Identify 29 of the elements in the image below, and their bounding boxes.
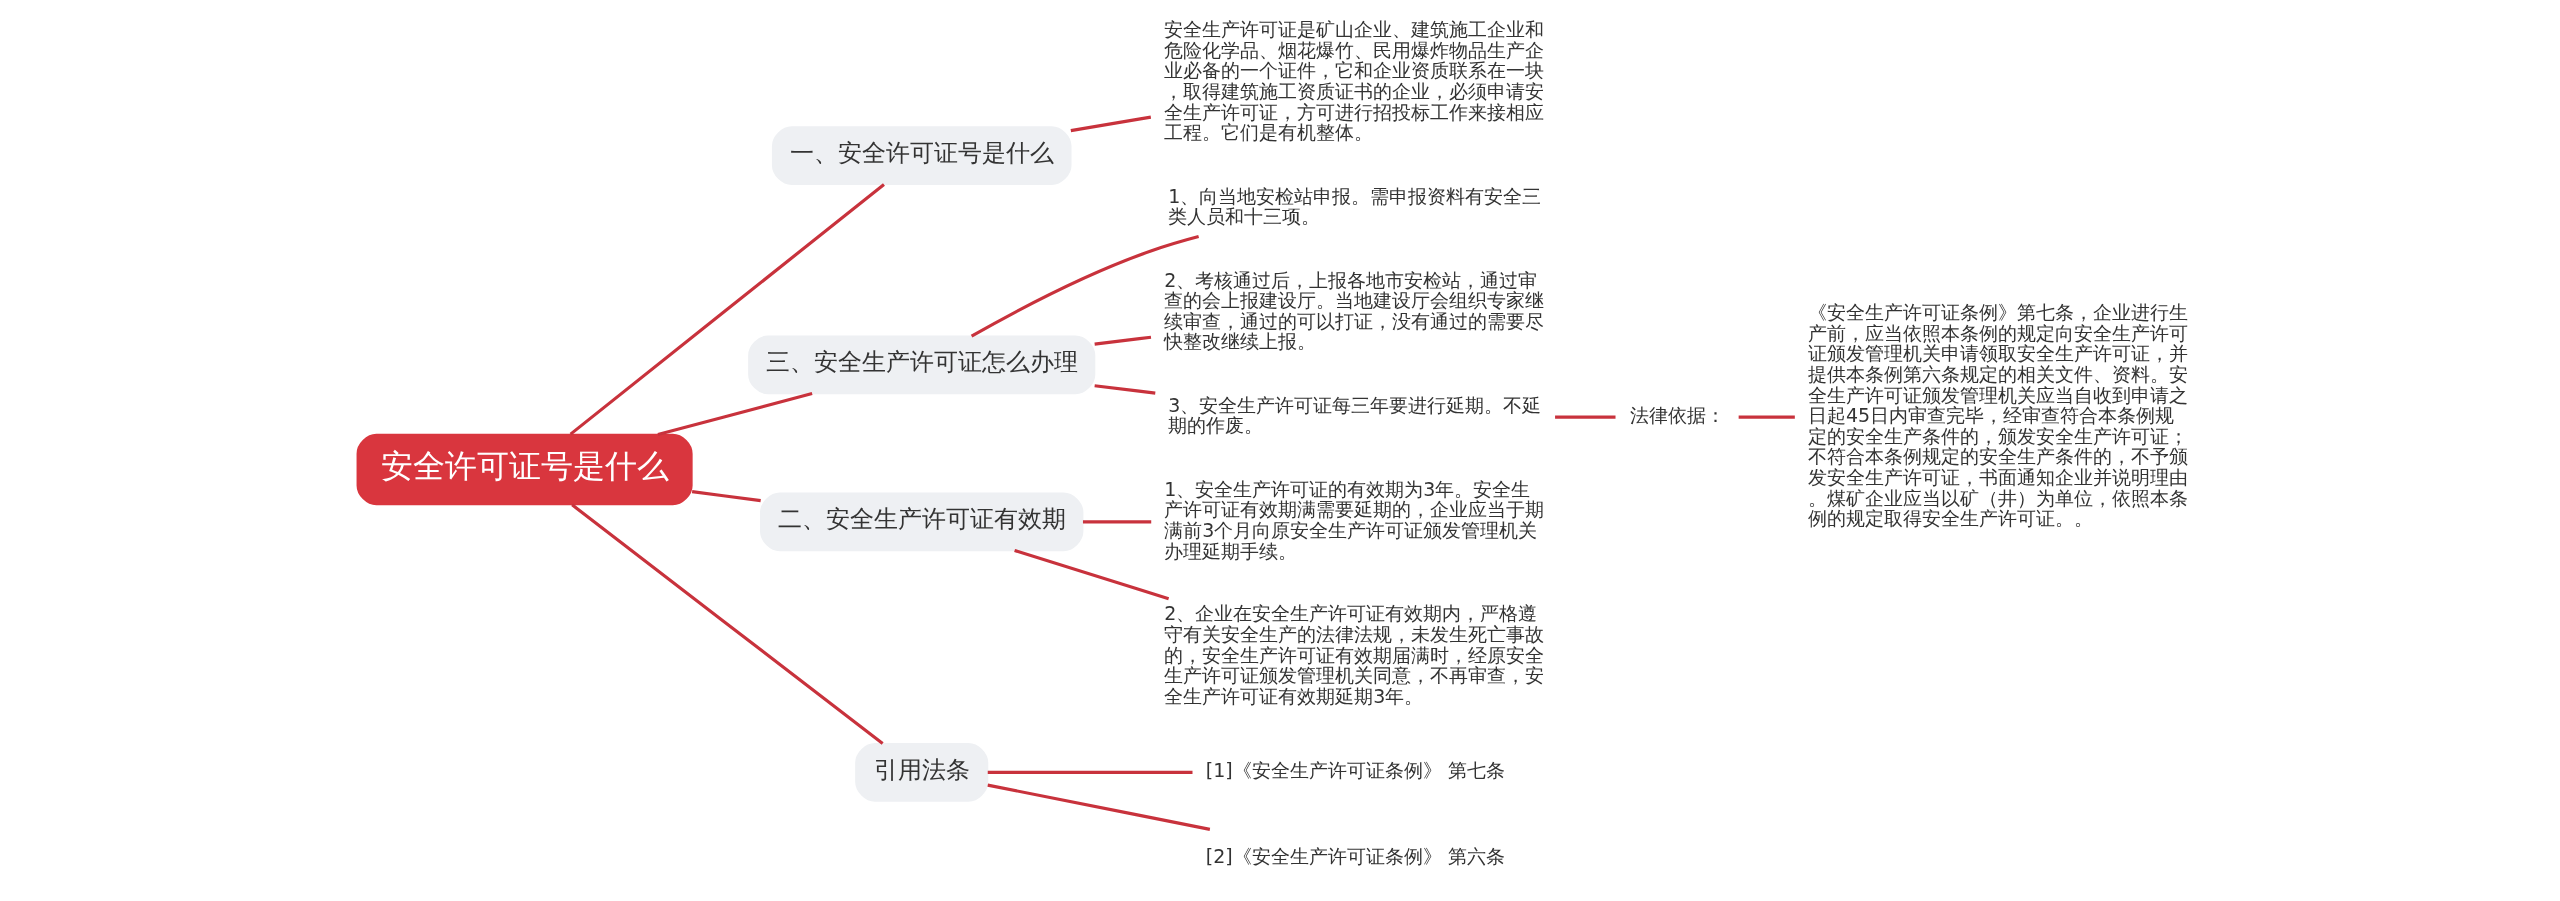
connector [1094, 384, 1156, 395]
node-box: 二、安全生产许可证有效期 [760, 492, 1084, 552]
node-box: 安全许可证号是什么 [356, 433, 693, 506]
connector [569, 183, 885, 436]
node-text: 2、企业在安全生产许可证有效期内，严格遵守有关安全生产的法律法规，未发生死亡事故的，安全生产许可证有效期届满时，经原安全生产许可证颁发管理机关同意，不再审查，安全生产许可证有效期延期3年。 [1164, 602, 1545, 707]
connector [657, 392, 813, 437]
node-text: 法律依据： [1629, 404, 1725, 427]
node-text: 3、安全生产许可证每三年要进行延期。不延期的作废。 [1168, 393, 1542, 437]
node-text: [1]《安全生产许可证条例》 第七条 [1205, 759, 1505, 782]
connector [970, 235, 1200, 338]
connector [987, 783, 1211, 831]
node-box: 一、安全许可证号是什么 [771, 126, 1072, 185]
connector [987, 770, 1193, 774]
connector [1555, 415, 1616, 419]
node-box: 引用法条 [855, 743, 989, 802]
node-text: 安全生产许可证是矿山企业、建筑施工企业和危险化学品、烟花爆竹、民用爆炸物品生产企业必备的一个证件，它和企业资质联系在一块，取得建筑施工资质证书的企业，必须申请安全生产许可证，方可进行招投标工作来接相应工程。它们是有机整体。 [1164, 18, 1545, 144]
connector [1738, 415, 1795, 419]
connector [691, 490, 761, 503]
node-text: 1、向当地安检站申报。需申报资料有安全三类人员和十三项。 [1168, 184, 1542, 228]
connector [1014, 548, 1170, 601]
connector [1070, 115, 1152, 133]
connector [571, 503, 884, 745]
node-text: 《安全生产许可证条例》第七条，企业进行生产前，应当依照本条例的规定向安全生产许可证颁发管理机关申请领取安全生产许可证，并提供本条例第六条规定的相关文件、资料。安全生产许可证颁发管理机关应当自收到申请之日起45日内审查完毕，经审查符合本条例规定的安全生产条件的，颁发安全生产许可证；不符合本条例规定的安全生产条件的，不予颁发安全生产许可证，书面通知企业并说明理由。煤矿企业应当以矿（井）为单位，依照本条例的规定取得安全生产许可证。。 [1807, 301, 2188, 530]
node-box: 三、安全生产许可证怎么办理 [748, 335, 1096, 395]
node-text: 1、安全生产许可证的有效期为3年。安全生产许可证有效期满需要延期的，企业应当于期满前3个月向原安全生产许可证颁发管理机关办理延期手续。 [1164, 477, 1545, 562]
node-text: [2]《安全生产许可证条例》 第六条 [1205, 844, 1505, 867]
connector [1082, 520, 1152, 524]
node-text: 2、考核通过后，上报各地市安检站，通过审查的会上报建设厅。当地建设厅会组织专家继续审查，通过的可以打证，没有通过的需要尽快整改继续上报。 [1164, 268, 1545, 353]
connector [1094, 335, 1152, 346]
